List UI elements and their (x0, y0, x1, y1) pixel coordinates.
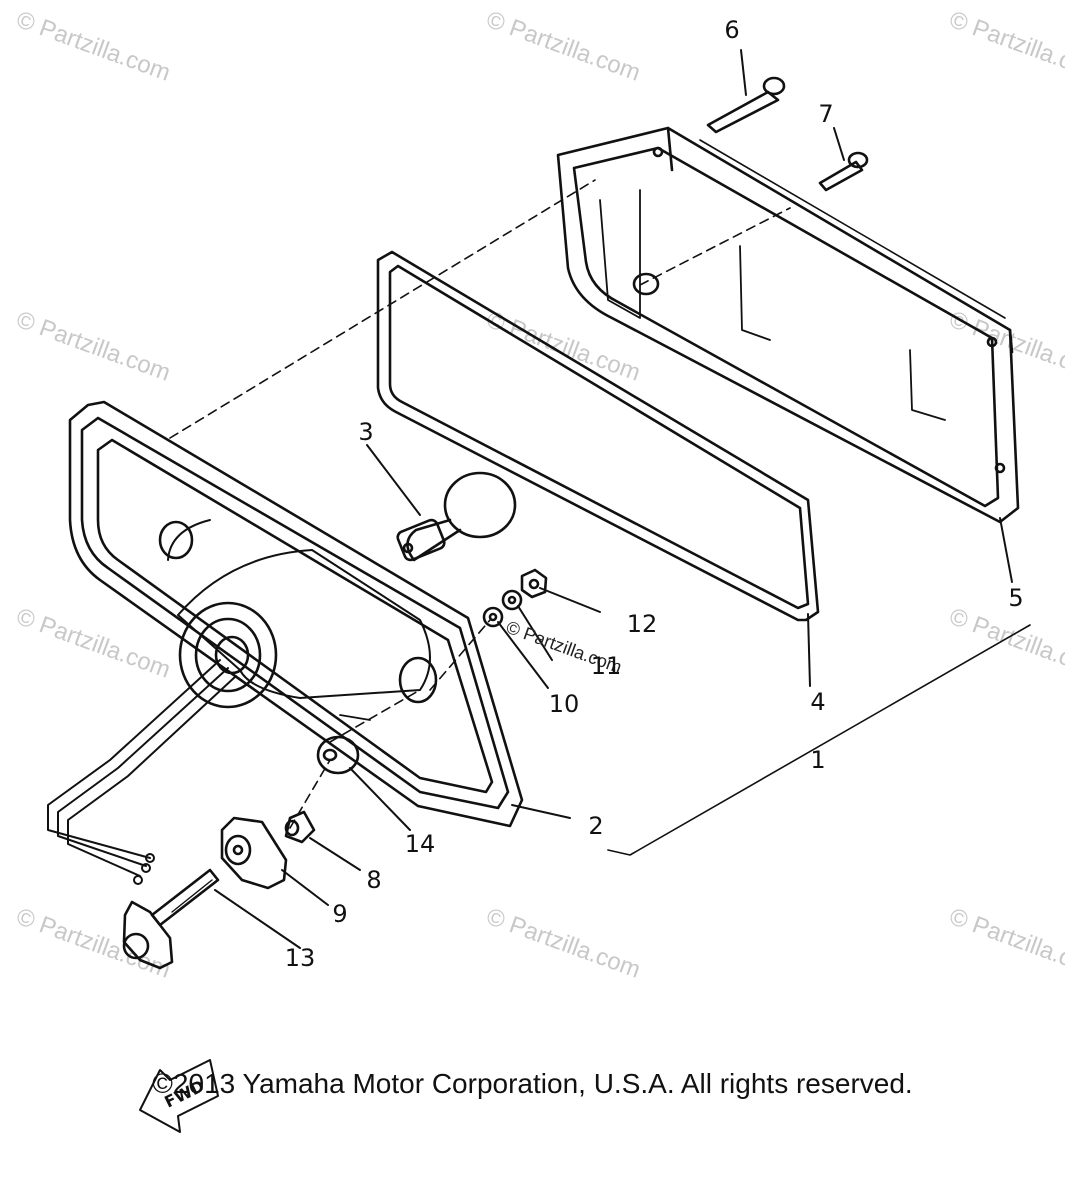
part-washer-11 (501, 589, 523, 611)
part-lens-frame (68, 400, 524, 828)
callout-14: 14 (404, 830, 436, 858)
callout-13: 13 (284, 944, 316, 972)
part-nut-12 (520, 568, 548, 599)
assembly-bracket (607, 624, 1031, 856)
part-collar-8 (284, 810, 316, 844)
part-screw-6 (706, 76, 786, 134)
part-wire-harness (47, 659, 237, 885)
callout-8: 8 (366, 866, 382, 894)
leader-lines (214, 49, 1013, 949)
part-damper-9 (220, 816, 288, 890)
callout-2: 2 (588, 812, 604, 840)
callout-6: 6 (724, 16, 740, 44)
part-grommet-14 (316, 735, 360, 775)
part-bulb (396, 471, 517, 562)
part-washer-10 (482, 606, 504, 628)
part-bolt-13 (122, 868, 220, 970)
callout-7: 7 (818, 100, 834, 128)
callout-10: 10 (548, 690, 580, 718)
callout-12: 12 (626, 610, 658, 638)
callout-9: 9 (332, 900, 348, 928)
callout-3: 3 (358, 418, 374, 446)
part-reflector (158, 519, 438, 721)
callout-5: 5 (1008, 584, 1024, 612)
part-housing (556, 126, 1020, 524)
copyright-notice: ©2013 Yamaha Motor Corporation, U.S.A. A… (152, 1068, 913, 1099)
part-gasket (376, 250, 820, 622)
callout-1: 1 (810, 746, 826, 774)
part-screw-7 (818, 151, 869, 192)
callout-4: 4 (810, 688, 826, 716)
assembly-lines (169, 179, 791, 829)
callout-11: 11 (590, 652, 622, 680)
